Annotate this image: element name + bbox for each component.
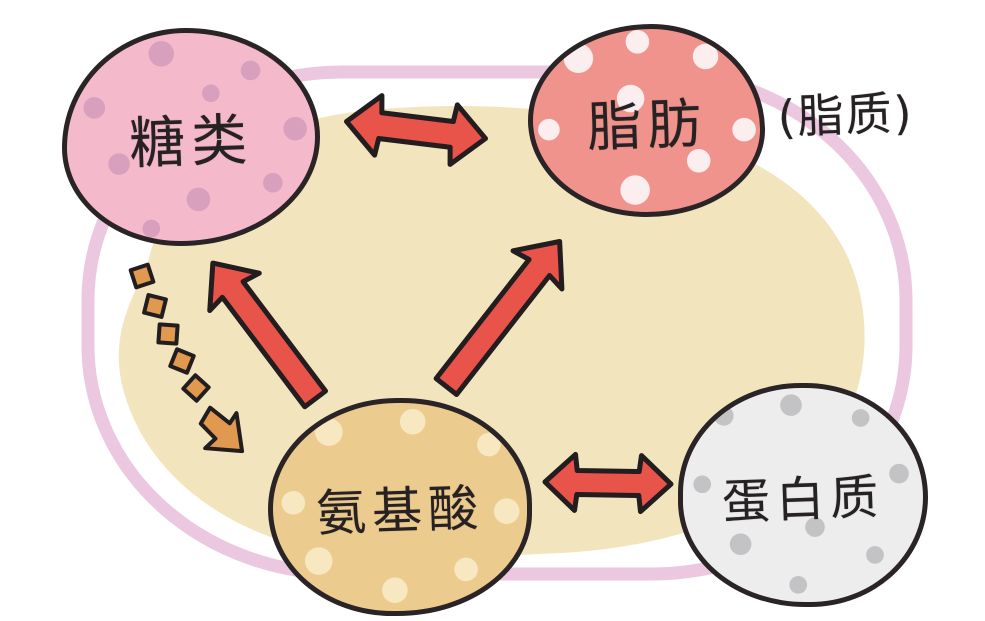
node-sugars: 糖类 [62,28,320,246]
arrow-amino-to-fat [433,239,565,398]
node-protein-label: 蛋白质 [721,469,886,531]
node-amino-acids: 氨基酸 [268,398,532,616]
node-protein: 蛋白质 [678,383,928,607]
arrow-sugars-fat [344,93,488,167]
dashed-arrow-sugars-to-amino [128,262,245,454]
dashed-arrowhead [198,405,245,454]
arrow-amino-to-sugars [207,260,329,410]
node-sugars-label: 糖类 [128,107,255,177]
node-fat-label: 脂肪 [585,91,708,160]
lipid-alias-note: (脂质) [776,85,915,145]
node-fat: 脂肪 [528,24,765,217]
node-amino-acids-label: 氨基酸 [315,479,486,543]
arrow-amino-protein [542,451,674,515]
